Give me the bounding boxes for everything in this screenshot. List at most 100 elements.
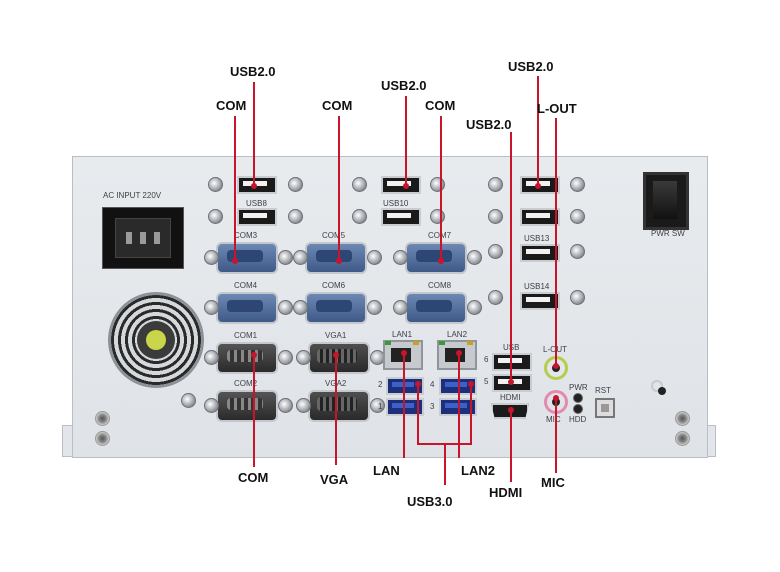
callout-lan2: LAN2 <box>461 463 495 478</box>
leader-dot <box>336 258 342 264</box>
rst-label: RST <box>595 386 611 395</box>
screw <box>278 300 293 315</box>
reset-button <box>595 398 615 418</box>
com6-port <box>305 292 367 324</box>
usb-port-6-number: 6 <box>484 355 489 364</box>
screw <box>204 350 219 365</box>
leader-dot <box>508 407 514 413</box>
callout-vga: VGA <box>320 472 349 487</box>
hdd-led-label: HDD <box>569 415 587 424</box>
usb2-port <box>520 292 560 310</box>
power-led <box>573 393 583 403</box>
leader-dot <box>508 379 514 385</box>
usb10-label: USB10 <box>383 199 409 208</box>
screw <box>181 393 196 408</box>
screw <box>296 398 311 413</box>
lan2-led-activity <box>467 341 473 345</box>
leader-dot <box>438 258 444 264</box>
screw <box>393 250 408 265</box>
usb3-port-2-number: 2 <box>378 380 383 389</box>
leader-dot <box>403 183 409 189</box>
usb8-label: USB8 <box>246 199 267 208</box>
screw <box>488 177 503 192</box>
screw <box>288 209 303 224</box>
callout-l-out: L-OUT <box>537 101 577 116</box>
screw <box>430 177 445 192</box>
leader-line <box>253 355 255 467</box>
screw <box>393 300 408 315</box>
leader-line <box>417 384 419 444</box>
com1-port <box>216 342 278 374</box>
com4-label: COM4 <box>234 281 258 290</box>
usb2-port <box>237 176 277 194</box>
screw <box>570 244 585 259</box>
usb2-port <box>237 208 277 226</box>
usb-port-5-number: 5 <box>484 377 489 386</box>
leader-line <box>335 355 337 465</box>
callout-com: COM <box>425 98 456 113</box>
screw <box>352 209 367 224</box>
usb13-label: USB13 <box>524 234 550 243</box>
usb3-port-1-number: 1 <box>378 402 383 411</box>
leader-line <box>458 353 460 458</box>
vga1-port <box>308 342 370 374</box>
mounting-hole <box>675 431 690 446</box>
leader-dot <box>251 183 257 189</box>
com5-label: COM5 <box>322 231 346 240</box>
callout-usb3: USB3.0 <box>407 494 453 509</box>
hdmi-silk-label: HDMI <box>500 393 521 402</box>
callout-mic: MIC <box>541 475 565 490</box>
vga2-port <box>308 390 370 422</box>
leader-dot <box>553 363 559 369</box>
com8-label: COM8 <box>428 281 452 290</box>
leader-line <box>440 116 442 261</box>
lan2-silk-label: LAN2 <box>447 330 468 339</box>
screw <box>204 300 219 315</box>
usb2-port <box>520 244 560 262</box>
ac-input-label: AC INPUT 220V <box>103 191 162 200</box>
leader-dot <box>251 352 257 358</box>
leader-line <box>555 118 557 366</box>
callout-hdmi: HDMI <box>489 485 523 500</box>
fan-hub <box>137 321 175 359</box>
com2-label: COM2 <box>234 379 258 388</box>
screw <box>204 398 219 413</box>
screw <box>467 250 482 265</box>
leader-line <box>403 353 405 458</box>
leader-line <box>537 76 539 186</box>
leader-line <box>470 384 472 444</box>
screw <box>278 350 293 365</box>
callout-com: COM <box>322 98 353 113</box>
screw <box>488 209 503 224</box>
lan1-label: LAN1 <box>392 330 413 339</box>
leader-dot <box>456 350 462 356</box>
screw <box>467 300 482 315</box>
pwr-sw-label: PWR SW <box>651 229 685 238</box>
screw <box>367 250 382 265</box>
pwr-led-label: PWR <box>569 383 588 392</box>
com4-port <box>216 292 278 324</box>
callout-usb2: USB2.0 <box>508 59 554 74</box>
callout-usb2: USB2.0 <box>381 78 427 93</box>
screw <box>293 300 308 315</box>
screw <box>570 290 585 305</box>
ac-pin <box>154 232 160 244</box>
leader-dot <box>401 350 407 356</box>
mounting-hole <box>675 411 690 426</box>
ac-inlet-socket <box>115 218 171 258</box>
cooling-fan <box>108 292 204 388</box>
com7-label: COM7 <box>428 231 451 240</box>
screw <box>570 209 585 224</box>
screw <box>296 350 311 365</box>
ac-pin <box>126 232 132 244</box>
usb2-port <box>381 208 421 226</box>
leader-dot <box>553 395 559 401</box>
screw <box>352 177 367 192</box>
panel-jack <box>651 380 666 395</box>
screw <box>278 250 293 265</box>
leader-dot <box>333 352 339 358</box>
com6-label: COM6 <box>322 281 346 290</box>
leader-dot <box>468 381 474 387</box>
leader-line <box>510 132 512 382</box>
